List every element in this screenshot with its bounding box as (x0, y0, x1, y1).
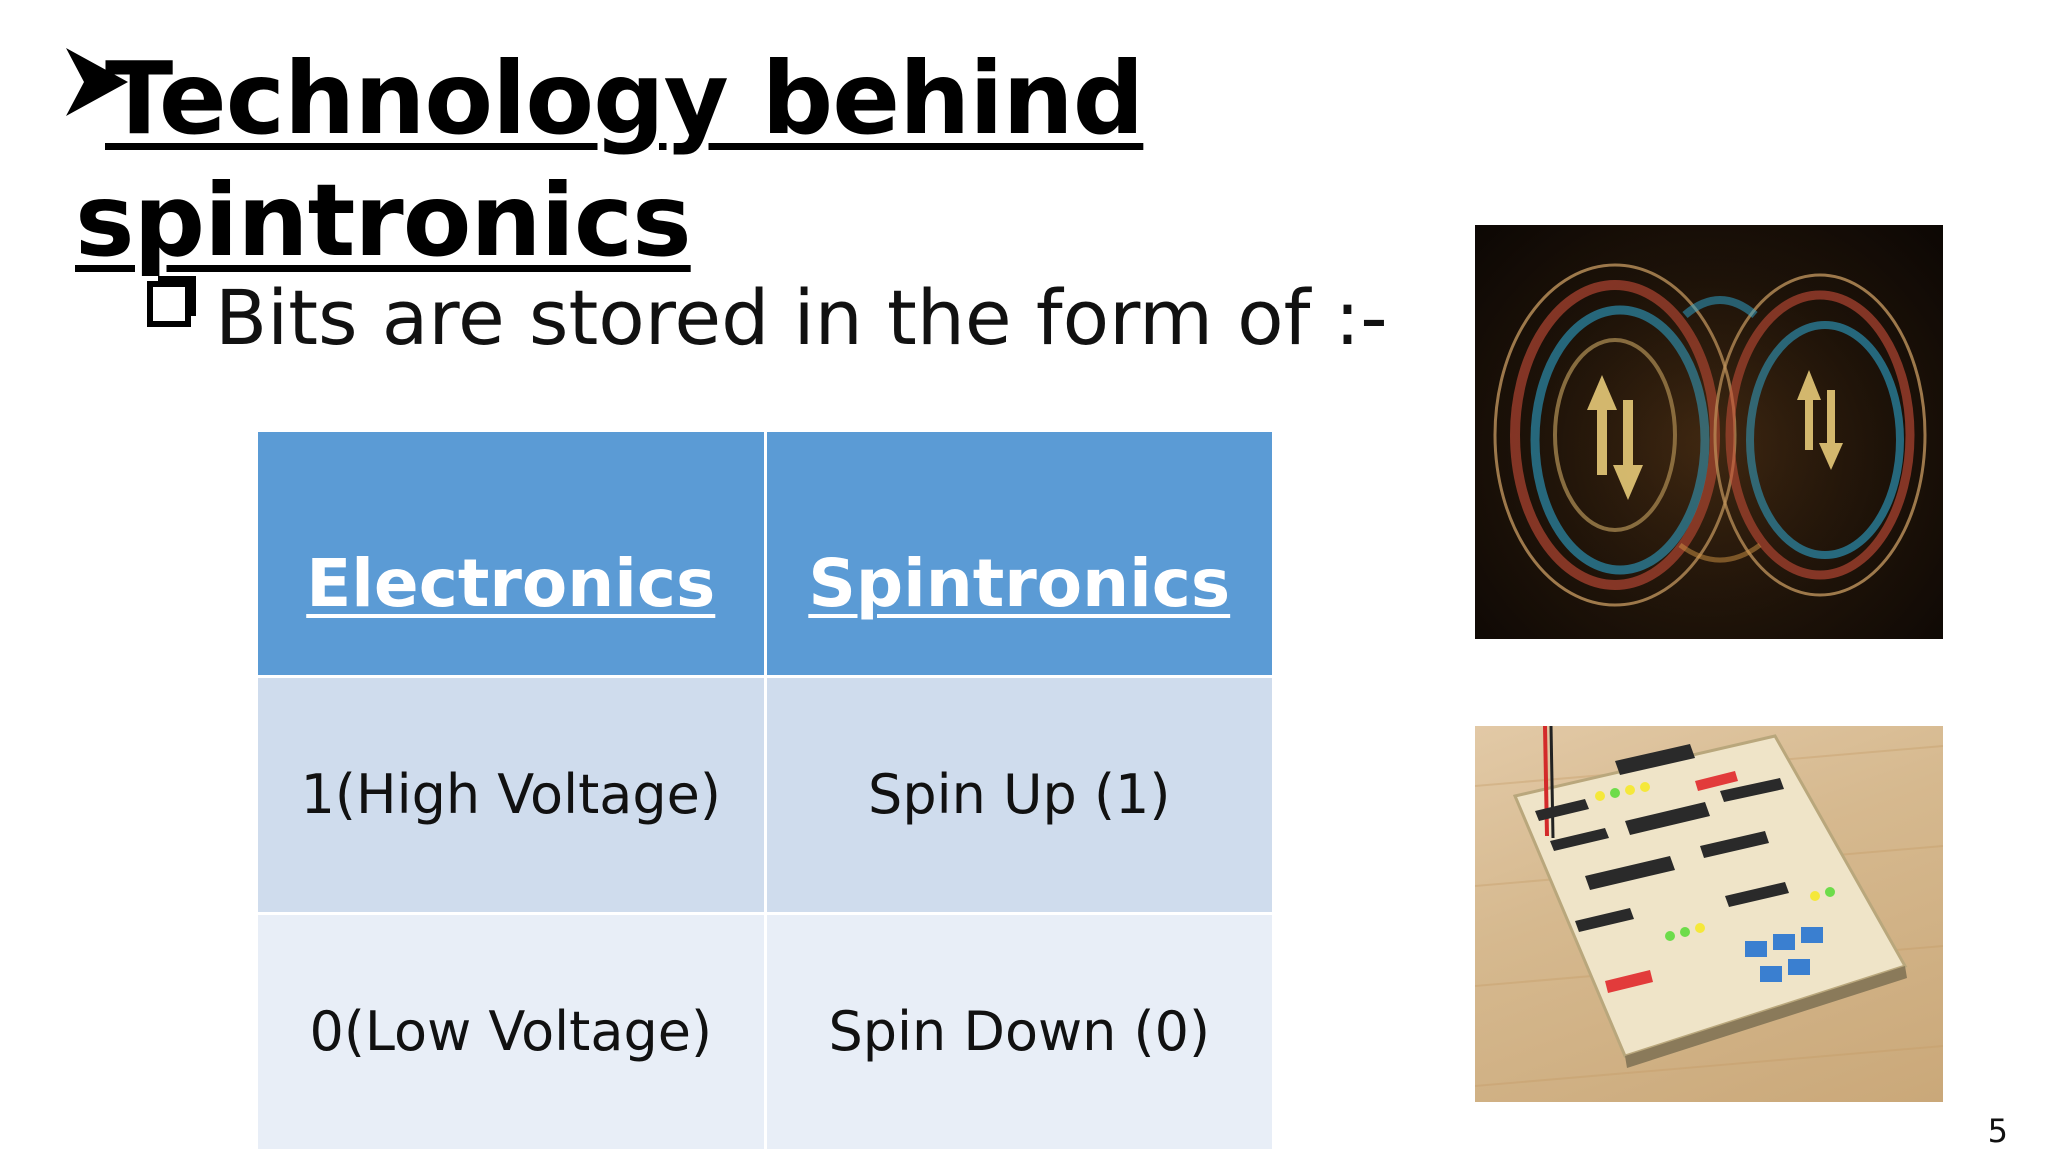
subtitle: Bits are stored in the form of :- (215, 273, 1388, 362)
comparison-table: Electronics Spintronics 1(High Voltage) … (258, 432, 1272, 1149)
checkbox-bullet-icon (147, 276, 196, 327)
title-line-1: Technology behind (105, 40, 1144, 157)
cell-electronics-low: 0(Low Voltage) (258, 913, 767, 1149)
arrow-bullet-icon (66, 48, 128, 116)
page-number: 5 (1987, 1112, 2008, 1150)
table-row: 0(Low Voltage) Spin Down (0) (258, 913, 1272, 1149)
slide-title: Technology behind spintronics (75, 38, 1405, 282)
table-header-row: Electronics Spintronics (258, 432, 1272, 678)
circuit-board-image (1475, 726, 1943, 1102)
header-electronics: Electronics (258, 432, 767, 678)
electron-spin-image (1475, 225, 1943, 639)
cell-spin-up: Spin Up (1) (765, 676, 1272, 915)
header-spintronics: Spintronics (765, 432, 1272, 678)
cell-spin-down: Spin Down (0) (765, 913, 1272, 1149)
cell-electronics-high: 1(High Voltage) (258, 676, 767, 915)
table-row: 1(High Voltage) Spin Up (1) (258, 676, 1272, 915)
title-line-2: spintronics (75, 162, 692, 279)
